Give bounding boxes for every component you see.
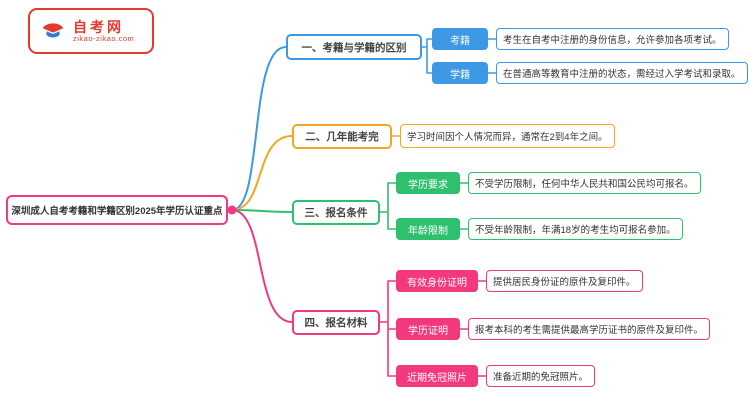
child-tag-education-requirement: 学历要求 (396, 172, 460, 194)
root-anchor-dot (227, 205, 237, 215)
logo-title: 自考网 (73, 18, 124, 35)
child-tag-recent-photo: 近期免冠照片 (396, 365, 478, 387)
child-tag-kaoji: 考籍 (432, 28, 488, 50)
child-content-study-duration: 学习时间因个人情况而异，通常在2到4年之间。 (400, 124, 615, 148)
branch-node-signup-materials: 四、报名材料 (292, 310, 380, 335)
child-content-valid-id: 提供居民身份证的原件及复印件。 (486, 270, 643, 292)
branch-node-signup-conditions: 三、报名条件 (292, 200, 380, 225)
child-tag-age-limit: 年龄限制 (396, 218, 460, 240)
logo-icon (42, 23, 64, 38)
child-content-education-proof: 报考本科的考生需提供最高学历证书的原件及复印件。 (468, 318, 711, 340)
site-logo: 自考网 zikao-zikao.com (28, 8, 154, 54)
child-content-kaoji: 考生在自考中注册的身份信息，允许参加各项考试。 (496, 28, 729, 50)
child-content-xueji: 在普通高等教育中注册的状态，需经过入学考试和录取。 (496, 62, 748, 84)
branch-node-years-to-finish: 二、几年能考完 (292, 124, 392, 149)
child-content-recent-photo: 准备近期的免冠照片。 (486, 365, 596, 387)
mindmap-root-node: 深圳成人自考考籍和学籍区别2025年学历认证重点 (6, 195, 228, 225)
child-content-education-requirement: 不受学历限制，任何中华人民共和国公民均可报名。 (468, 172, 701, 194)
logo-domain: zikao-zikao.com (73, 33, 135, 43)
child-content-age-limit: 不受年龄限制，年满18岁的考生均可报名参加。 (468, 218, 683, 240)
child-tag-valid-id: 有效身份证明 (396, 270, 478, 292)
branch-node-kaoji-xueji-diff: 一、考籍与学籍的区别 (286, 34, 422, 60)
child-tag-xueji: 学籍 (432, 62, 488, 84)
child-tag-education-proof: 学历证明 (396, 318, 460, 340)
